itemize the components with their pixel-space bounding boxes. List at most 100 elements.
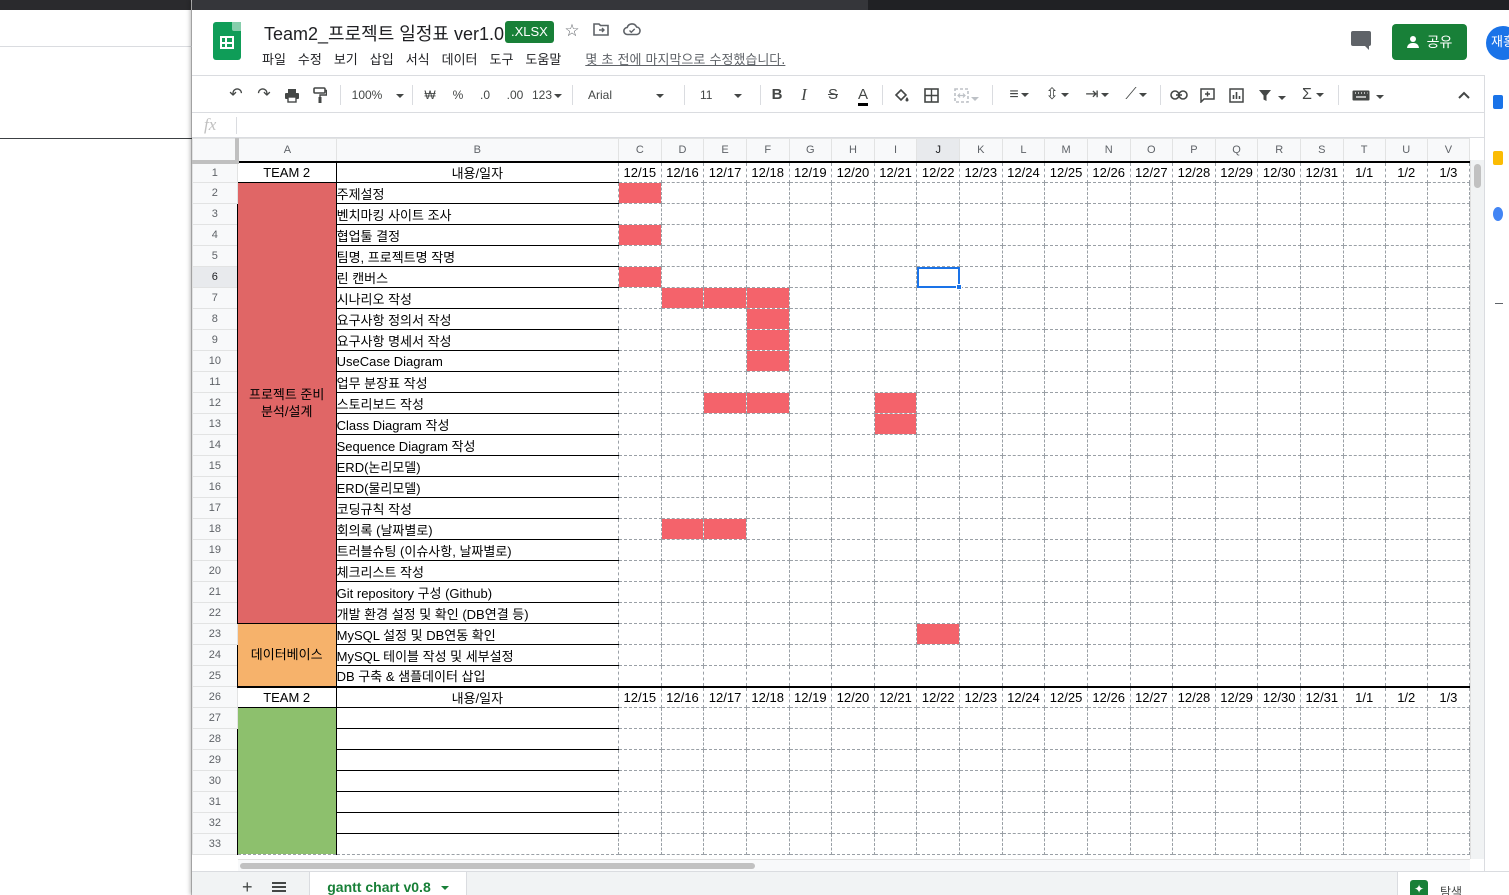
grid-cell[interactable]	[1002, 329, 1046, 351]
grid-cell[interactable]	[1172, 224, 1216, 246]
gantt-bar-cell[interactable]	[916, 623, 961, 645]
grid-cell[interactable]	[618, 476, 662, 498]
grid-cell[interactable]	[789, 707, 833, 729]
grid-cell[interactable]	[1343, 392, 1386, 414]
column-header-d[interactable]: D	[660, 138, 705, 162]
grid-cell[interactable]	[789, 749, 833, 771]
team-header-cell[interactable]: TEAM 2	[236, 685, 337, 708]
task-cell[interactable]	[335, 728, 620, 750]
row-header[interactable]: 7	[192, 287, 238, 309]
grid-cell[interactable]	[1300, 644, 1344, 666]
date-header-cell[interactable]: 1/2	[1385, 685, 1428, 708]
grid-cell[interactable]	[1385, 518, 1428, 540]
grid-cell[interactable]	[1002, 413, 1046, 435]
grid-cell[interactable]	[618, 770, 662, 792]
grid-cell[interactable]	[874, 749, 918, 771]
grid-cell[interactable]	[1130, 518, 1174, 540]
date-header-cell[interactable]: 1/1	[1343, 160, 1386, 183]
column-header-o[interactable]: O	[1129, 138, 1174, 162]
grid-cell[interactable]	[831, 245, 875, 267]
grid-cell[interactable]	[1044, 644, 1088, 666]
grid-cell[interactable]	[831, 182, 875, 204]
grid-cell[interactable]	[1385, 707, 1428, 729]
gantt-bar-cell[interactable]	[746, 350, 790, 372]
grid-cell[interactable]	[789, 560, 833, 582]
grid-cell[interactable]	[959, 791, 1003, 813]
grid-cell[interactable]	[661, 371, 705, 393]
column-header-b[interactable]: B	[335, 138, 620, 162]
date-header-cell[interactable]: 12/17	[703, 160, 747, 183]
grid-cell[interactable]	[661, 434, 705, 456]
grid-cell[interactable]	[618, 728, 662, 750]
grid-cell[interactable]	[959, 497, 1003, 519]
column-header-g[interactable]: G	[788, 138, 833, 162]
grid-cell[interactable]	[661, 665, 705, 687]
column-header-q[interactable]: Q	[1214, 138, 1259, 162]
keep-icon[interactable]	[1493, 151, 1503, 165]
grid-cell[interactable]	[1257, 770, 1302, 792]
grid-cell[interactable]	[1044, 623, 1088, 645]
browser-tab[interactable]	[868, 0, 1509, 10]
grid-cell[interactable]	[1385, 371, 1428, 393]
grid-cell[interactable]	[746, 413, 790, 435]
grid-cell[interactable]	[1257, 833, 1302, 855]
date-header-cell[interactable]: 12/30	[1257, 160, 1302, 183]
grid-cell[interactable]	[916, 476, 961, 498]
grid-cell[interactable]	[831, 539, 875, 561]
grid-cell[interactable]	[1257, 602, 1302, 624]
grid-cell[interactable]	[1385, 266, 1428, 288]
grid-cell[interactable]	[1215, 560, 1259, 582]
grid-cell[interactable]	[959, 203, 1003, 225]
column-header-m[interactable]: M	[1044, 138, 1088, 162]
grid-cell[interactable]	[1427, 770, 1470, 792]
task-cell[interactable]: 시나리오 작성	[335, 287, 620, 309]
grid-cell[interactable]	[1257, 203, 1302, 225]
column-header-j[interactable]: J	[916, 138, 961, 162]
grid-cell[interactable]	[1130, 266, 1174, 288]
grid-cell[interactable]	[1385, 791, 1428, 813]
grid-cell[interactable]	[1087, 392, 1131, 414]
grid-cell[interactable]	[1257, 497, 1302, 519]
grid-cell[interactable]	[916, 350, 961, 372]
horizontal-scrollbar[interactable]	[238, 859, 1470, 871]
grid-cell[interactable]	[746, 581, 790, 603]
grid-cell[interactable]	[916, 413, 961, 435]
gantt-bar-cell[interactable]	[746, 392, 790, 414]
grid-cell[interactable]	[1172, 413, 1216, 435]
row-header[interactable]: 20	[192, 560, 238, 582]
zoom-select[interactable]: 100%	[350, 84, 406, 106]
grid-cell[interactable]	[1130, 476, 1174, 498]
grid-cell[interactable]	[1002, 497, 1046, 519]
grid-cell[interactable]	[874, 812, 918, 834]
grid-cell[interactable]	[746, 224, 790, 246]
grid-cell[interactable]	[1300, 224, 1344, 246]
grid-cell[interactable]	[1300, 350, 1344, 372]
grid-cell[interactable]	[1215, 434, 1259, 456]
grid-cell[interactable]	[618, 329, 662, 351]
grid-cell[interactable]	[1215, 371, 1259, 393]
grid-cell[interactable]	[1385, 413, 1428, 435]
grid-cell[interactable]	[1087, 476, 1131, 498]
grid-cell[interactable]	[959, 350, 1003, 372]
grid-cell[interactable]	[703, 581, 747, 603]
sheets-logo-icon[interactable]	[213, 22, 241, 60]
date-header-cell[interactable]: 12/30	[1257, 685, 1302, 708]
grid-cell[interactable]	[1044, 728, 1088, 750]
row-header[interactable]: 23	[192, 623, 238, 645]
grid-cell[interactable]	[1385, 287, 1428, 309]
grid-cell[interactable]	[661, 581, 705, 603]
grid-cell[interactable]	[1215, 329, 1259, 351]
grid-cell[interactable]	[1002, 518, 1046, 540]
grid-cell[interactable]	[1002, 560, 1046, 582]
task-cell[interactable]: 벤치마킹 사이트 조사	[335, 203, 620, 225]
grid-cell[interactable]	[959, 623, 1003, 645]
grid-cell[interactable]	[1427, 266, 1470, 288]
grid-cell[interactable]	[1427, 560, 1470, 582]
grid-cell[interactable]	[1087, 728, 1131, 750]
grid-cell[interactable]	[661, 770, 705, 792]
grid-cell[interactable]	[1130, 665, 1174, 687]
grid-cell[interactable]	[959, 749, 1003, 771]
grid-cell[interactable]	[1215, 602, 1259, 624]
strikethrough-button[interactable]: S	[827, 86, 838, 103]
grid-cell[interactable]	[1172, 455, 1216, 477]
